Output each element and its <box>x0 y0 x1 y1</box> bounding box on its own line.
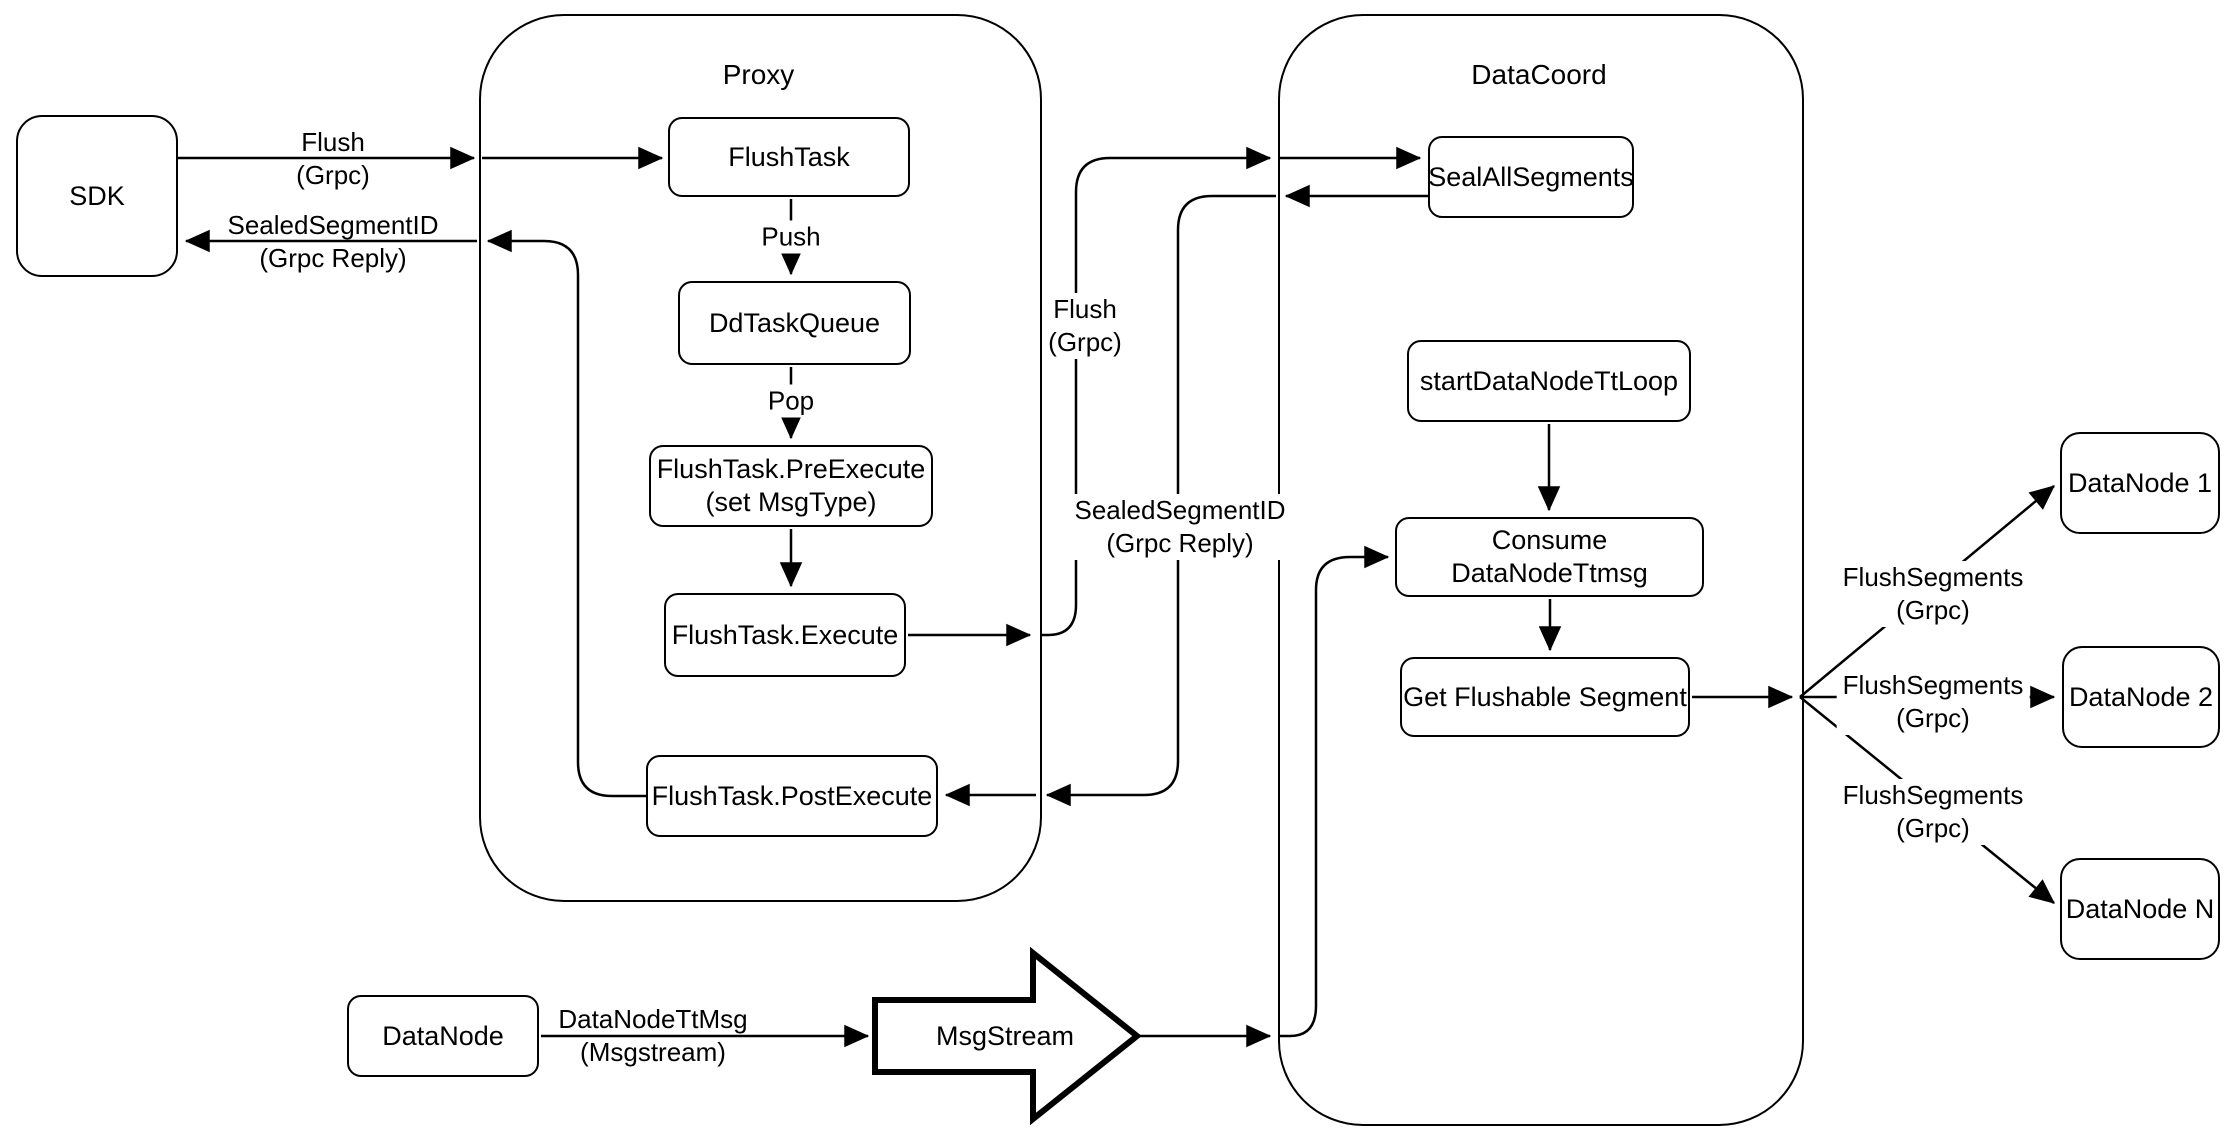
flushsegments-2-label: FlushSegments (Grpc) <box>1836 669 2030 735</box>
get-flushable-segment-node: Get Flushable Segment <box>1400 657 1690 737</box>
consume-datanodettmsg-node: Consume DataNodeTtmsg <box>1395 517 1704 597</box>
flushtask-preexecute-node: FlushTask.PreExecute (set MsgType) <box>649 445 933 527</box>
pop-label: Pop <box>761 384 821 418</box>
flushsegments-3-label: FlushSegments (Grpc) <box>1836 779 2030 845</box>
datanode1-node: DataNode 1 <box>2060 432 2220 534</box>
proxy-container <box>479 14 1042 902</box>
flushtask-execute-node: FlushTask.Execute <box>664 593 906 677</box>
sealedsegmentid-left-label: SealedSegmentID (Grpc Reply) <box>227 210 439 273</box>
sealallsegments-node: SealAllSegments <box>1428 136 1634 218</box>
datanode-source-node: DataNode <box>347 995 539 1077</box>
flushtask-postexecute-node: FlushTask.PostExecute <box>646 755 938 837</box>
proxy-container-title: Proxy <box>722 59 795 90</box>
datanode2-node: DataNode 2 <box>2062 646 2220 748</box>
msgstream-block-arrow <box>872 946 1142 1126</box>
edge-msgstream-up-to-consume <box>1280 545 1390 1038</box>
flush-grpc-mid-label: Flush (Grpc) <box>1042 293 1128 359</box>
startdatanodettloop-node: startDataNodeTtLoop <box>1407 340 1691 422</box>
datanoden-node: DataNode N <box>2060 858 2220 960</box>
flush-grpc-left-label: Flush (Grpc) <box>296 127 370 190</box>
datacoord-container <box>1278 14 1804 1126</box>
msgstream-label: MsgStream <box>935 1020 1075 1051</box>
push-label: Push <box>755 220 827 254</box>
sdk-node: SDK <box>16 115 178 277</box>
datanodettmsg-label: DataNodeTtMsg (Msgstream) <box>558 1004 748 1067</box>
flushtask-node: FlushTask <box>668 117 910 197</box>
edge-postexecute-to-proxyedge <box>486 229 646 798</box>
flushsegments-1-label: FlushSegments (Grpc) <box>1836 561 2030 627</box>
datacoord-container-title: DataCoord <box>1471 59 1607 90</box>
edge-execute-up-to-datacoord <box>1040 146 1272 637</box>
sealedsegmentid-mid-label: SealedSegmentID (Grpc Reply) <box>1068 494 1292 560</box>
ddtaskqueue-node: DdTaskQueue <box>678 281 911 365</box>
